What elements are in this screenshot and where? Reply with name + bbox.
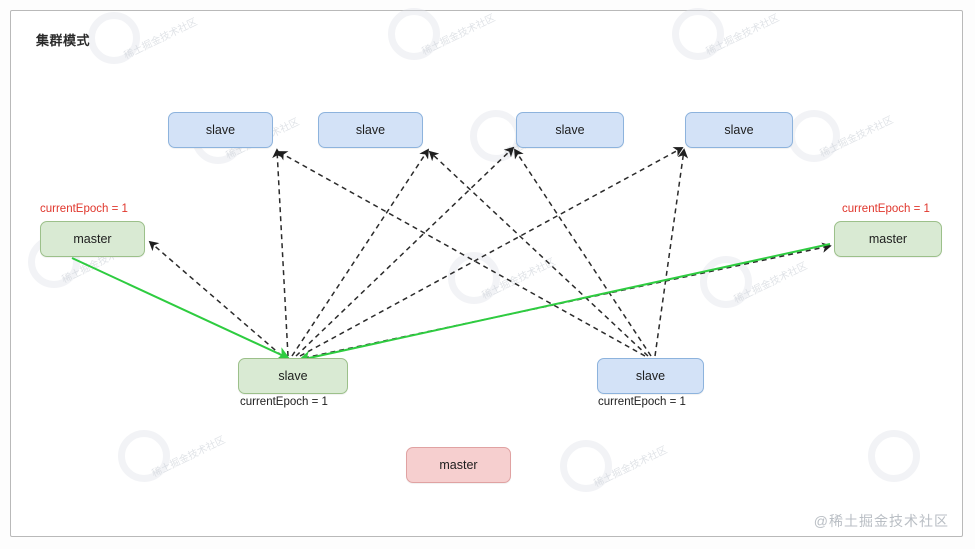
node-label: slave [278,369,308,383]
node-master-right[interactable]: master [834,221,942,257]
node-slave-top-3[interactable]: slave [516,112,624,148]
epoch-label-master-left: currentEpoch = 1 [40,203,128,215]
watermark-ring [88,12,140,64]
node-label: slave [724,123,754,137]
node-slave-bottom-left[interactable]: slave [238,358,348,394]
node-slave-bottom-right[interactable]: slave [597,358,704,394]
epoch-label-slave-bottom-right: currentEpoch = 1 [598,396,686,408]
node-label: slave [635,369,666,383]
node-master-bottom-center[interactable]: master [406,447,511,483]
watermark-ring [560,440,612,492]
node-slave-top-1[interactable]: slave [168,112,273,148]
node-label: slave [555,123,585,137]
watermark-ring [388,8,440,60]
node-master-left[interactable]: master [40,221,145,257]
node-label: master [868,232,908,246]
node-slave-top-2[interactable]: slave [318,112,423,148]
node-label: master [73,232,112,246]
node-label: slave [205,123,236,137]
watermark-ring [868,430,920,482]
epoch-label-master-right: currentEpoch = 1 [842,203,930,215]
watermark-ring [672,8,724,60]
node-label: slave [355,123,386,137]
watermark-ring [118,430,170,482]
epoch-label-slave-bottom-left: currentEpoch = 1 [240,396,328,408]
watermark-brand: @稀土掘金技术社区 [813,513,949,529]
page-title: 集群模式 [36,33,91,48]
node-slave-top-4[interactable]: slave [685,112,793,148]
node-label: master [439,458,478,472]
